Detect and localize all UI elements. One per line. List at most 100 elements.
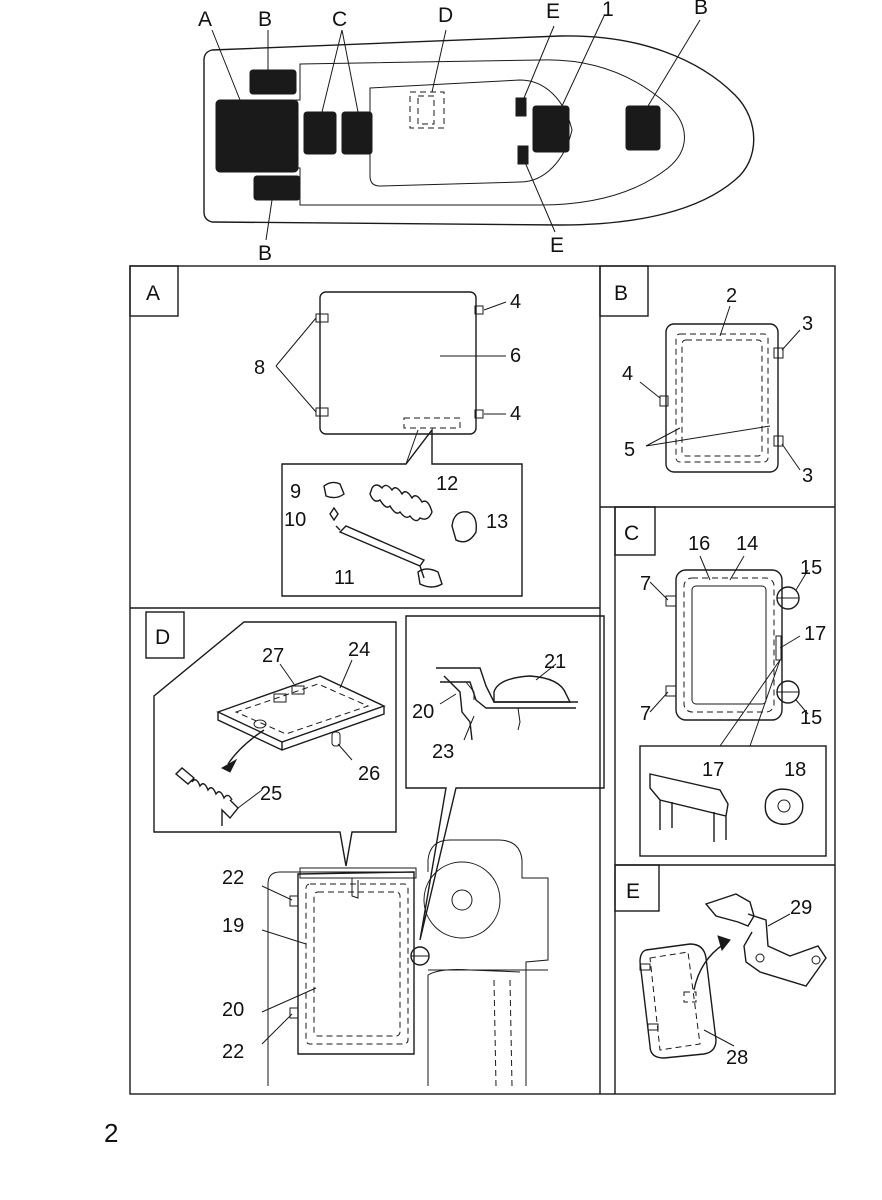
overview-label-b-bottom: B — [258, 242, 272, 265]
callout-c-17-lower: 17 — [702, 759, 724, 781]
callout-d-20: 20 — [222, 999, 244, 1021]
panel-c-leaders — [649, 555, 809, 747]
hatch-2-outline — [665, 323, 779, 473]
console-hatch-d-inner — [417, 95, 435, 125]
panel-e-title: E — [626, 880, 640, 903]
callout-c-17-upper: 17 — [804, 623, 826, 645]
boat-hull-outline — [203, 35, 755, 226]
callout-a-8: 8 — [254, 357, 265, 379]
hinge-4-b — [659, 395, 669, 407]
panel-b-leaders — [639, 305, 801, 471]
part-26-slot — [331, 731, 341, 747]
panel-d-cam-detail-box — [405, 615, 605, 941]
panel-frame — [129, 265, 836, 1095]
callout-c-7-lower: 7 — [640, 703, 651, 725]
callout-a-4-upper: 4 — [510, 291, 521, 313]
part-9-cap — [323, 481, 345, 499]
part-28-hinge-upper — [639, 963, 651, 971]
hatch-c-block-right — [341, 111, 373, 155]
boat-overview-diagram: A B C D E 1 B B E — [198, 0, 755, 265]
latch-4-lower — [474, 409, 484, 419]
callout-a-6: 6 — [510, 345, 521, 367]
callout-b-3-upper: 3 — [802, 313, 813, 335]
callout-a-10: 10 — [284, 509, 306, 531]
part-24-lid — [216, 675, 386, 751]
boat-console-outline — [369, 79, 573, 187]
panel-b-title: B — [614, 282, 628, 305]
hatch-b-block-top — [249, 69, 297, 95]
hatch-c-block-left — [303, 111, 337, 155]
callout-b-4: 4 — [622, 363, 633, 385]
steering-wheel-outer — [423, 861, 501, 939]
panel-d-lid-detail-box — [153, 621, 397, 867]
callout-d-22-lower: 22 — [222, 1041, 244, 1063]
callout-b-3-lower: 3 — [802, 465, 813, 487]
console-structure — [267, 839, 549, 1086]
callout-d-20-detail: 20 — [412, 701, 434, 723]
part-12-bellows — [369, 484, 433, 522]
hatch-14-outline — [675, 569, 783, 721]
callout-b-5: 5 — [624, 439, 635, 461]
steering-wheel-hub — [451, 889, 473, 911]
part-11-end-fitting — [417, 568, 443, 588]
lid-pull — [351, 878, 359, 899]
overview-label-b-bow: B — [694, 0, 708, 19]
overview-label-b-top: B — [258, 8, 272, 31]
callout-e-29: 29 — [790, 897, 812, 919]
callout-d-22-upper: 22 — [222, 867, 244, 889]
hatch-14-inner-panel — [691, 585, 767, 705]
panel-d-lid-leaders — [237, 659, 353, 809]
overview-label-1: 1 — [602, 0, 614, 21]
hatch-a-block — [215, 99, 299, 173]
part-28-small-hatch — [639, 943, 717, 1059]
callout-c-15-upper: 15 — [800, 557, 822, 579]
part-22-lower — [289, 1007, 299, 1019]
callout-d-27: 27 — [262, 645, 284, 667]
callout-c-7-upper: 7 — [640, 573, 651, 595]
hatch-b-block-bottom — [253, 175, 301, 201]
panel-d-cam-leaders — [439, 663, 557, 741]
latch-3-upper — [773, 347, 784, 359]
panel-a-title: A — [146, 282, 160, 305]
hatch-e-block-top — [515, 97, 527, 117]
hatch-1-block — [532, 105, 570, 153]
part-22-upper — [289, 895, 299, 907]
part-27-hinge-left — [273, 693, 287, 703]
overview-label-c: C — [332, 8, 347, 31]
panel-d: D 27 24 26 25 21 20 23 — [145, 611, 605, 1087]
overview-label-e-bottom: E — [550, 234, 564, 257]
callout-a-4-lower: 4 — [510, 403, 521, 425]
panel-a-leaders — [275, 301, 507, 465]
latch-4-upper — [474, 305, 484, 315]
part-19-hatch — [297, 871, 415, 1055]
latch-3-lower — [773, 435, 784, 447]
panel-d-main-leaders — [261, 885, 317, 1045]
hatch-b-block-bow — [625, 105, 661, 151]
part-10-ball — [329, 506, 339, 522]
callout-d-24: 24 — [348, 639, 370, 661]
panel-b: B 2 3 4 5 3 — [599, 265, 813, 487]
callout-a-11: 11 — [334, 567, 355, 589]
callout-a-12: 12 — [436, 473, 458, 495]
overview-label-d: D — [438, 4, 453, 27]
panel-a-detail-box — [281, 427, 523, 597]
callout-c-15-lower: 15 — [800, 707, 822, 729]
part-27-hinge-right — [291, 685, 305, 695]
callout-d-19: 19 — [222, 915, 244, 937]
panel-e: E 29 28 — [614, 864, 827, 1069]
panel-a: A 4 6 8 4 9 12 10 13 11 — [129, 265, 523, 597]
callout-b-2: 2 — [726, 285, 737, 307]
hatch-e-block-bottom — [517, 145, 529, 165]
gas-strut-location-dashed — [403, 417, 461, 429]
callout-d-21: 21 — [544, 651, 566, 673]
boat-inner-deck-outline — [295, 59, 685, 206]
part-18-grommet — [764, 788, 804, 825]
page-number: 2 — [104, 1118, 118, 1148]
hinge-8-upper — [315, 313, 329, 323]
part-17-handle — [649, 773, 729, 842]
leader-lines-overview — [211, 15, 701, 241]
arrow-to-part-29 — [693, 943, 725, 991]
overview-label-e-top: E — [546, 0, 560, 23]
callout-a-9: 9 — [290, 481, 301, 503]
